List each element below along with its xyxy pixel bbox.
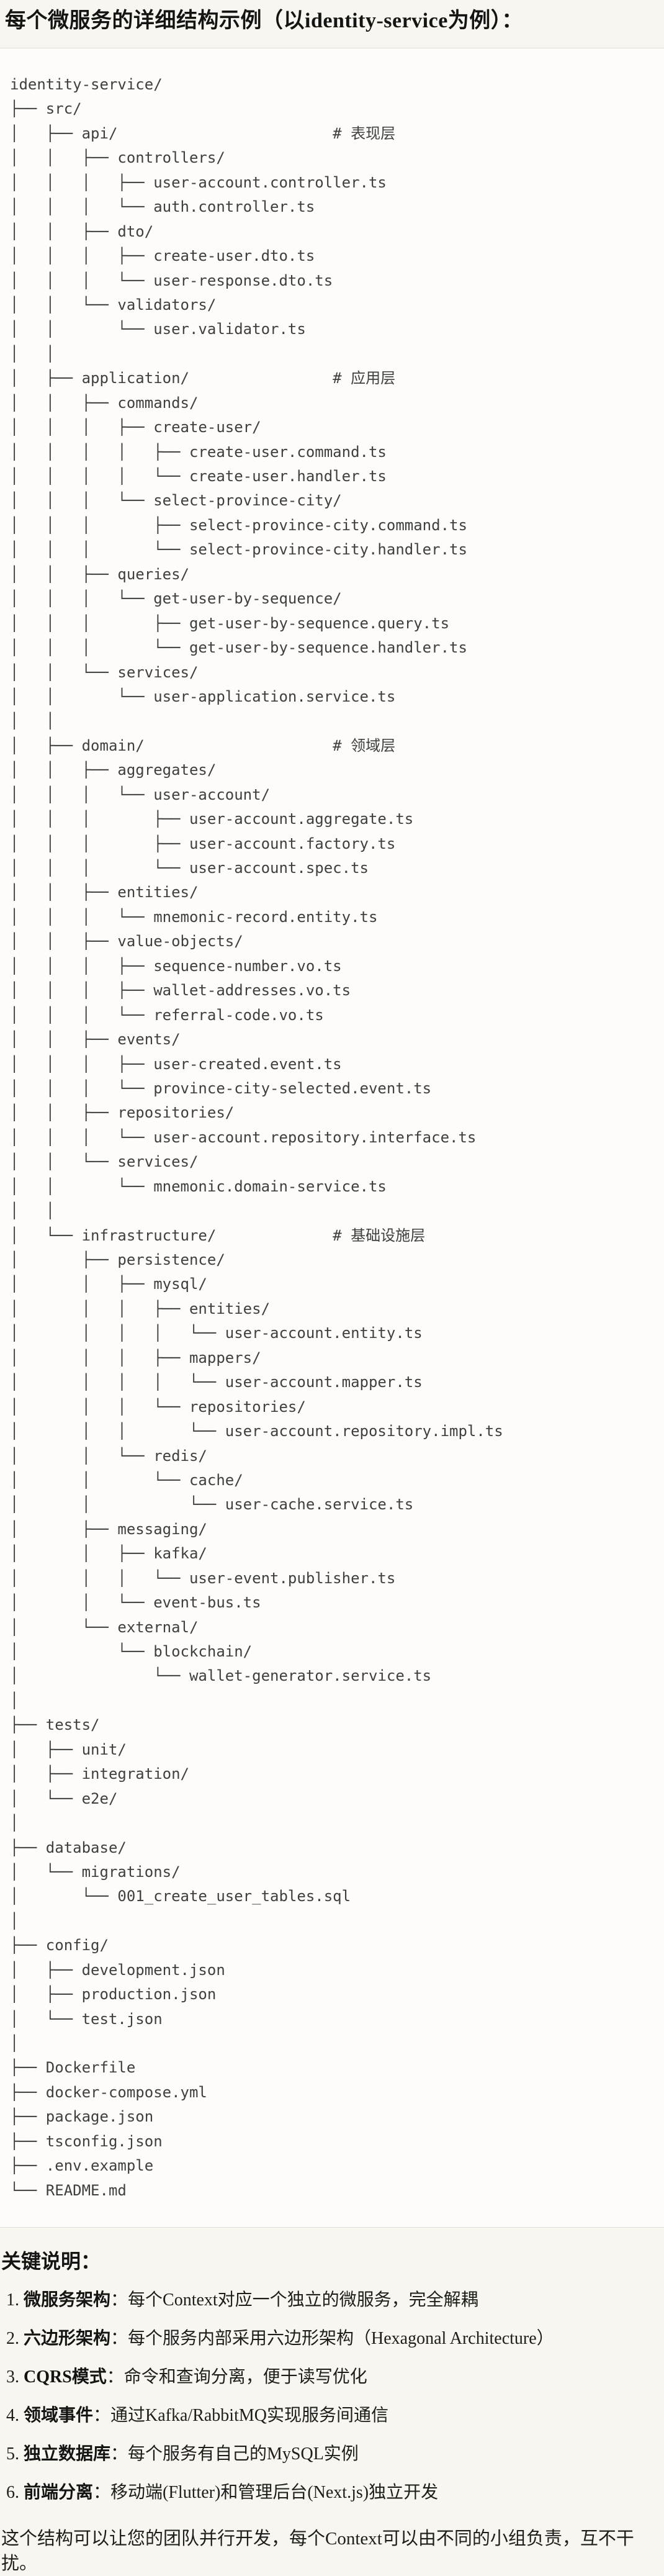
item-label: 六边形架构 — [24, 2329, 111, 2349]
list-item: 4.领域事件：通过Kafka/RabbitMQ实现服务间通信 — [1, 2403, 659, 2428]
item-text: ：移动端(Flutter)和管理后台(Next.js)独立开发 — [93, 2483, 439, 2503]
item-label: CQRS模式 — [24, 2367, 107, 2387]
page-title: 每个微服务的详细结构示例（以identity-service为例）： — [5, 9, 523, 32]
list-item: 2.六边形架构：每个服务内部采用六边形架构（Hexagonal Architec… — [1, 2326, 659, 2351]
item-number: 5. — [6, 2444, 19, 2464]
item-text: ：每个Context对应一个独立的微服务，完全解耦 — [110, 2290, 478, 2310]
item-text: ：每个服务有自己的MySQL实例 — [110, 2444, 359, 2464]
item-number: 6. — [6, 2483, 19, 2503]
list-item: 1.微服务架构：每个Context对应一个独立的微服务，完全解耦 — [1, 2288, 659, 2313]
item-label: 领域事件 — [24, 2406, 94, 2426]
item-label: 前端分离 — [24, 2483, 94, 2503]
item-number: 3. — [6, 2367, 19, 2387]
item-number: 2. — [6, 2329, 19, 2349]
notes-list: 1.微服务架构：每个Context对应一个独立的微服务，完全解耦 2.六边形架构… — [1, 2288, 659, 2505]
item-text: ：每个服务内部采用六边形架构（Hexagonal Architecture） — [110, 2329, 554, 2349]
item-text: ：命令和查询分离，便于读写优化 — [106, 2367, 367, 2387]
list-item: 3.CQRS模式：命令和查询分离，便于读写优化 — [1, 2365, 659, 2390]
directory-tree: identity-service/ ├── src/ │ ├── api/ # … — [10, 76, 503, 2199]
notes-heading: 关键说明： — [1, 2250, 101, 2273]
closing-paragraph: 这个结构可以让您的团队并行开发，每个Context可以由不同的小组负责，互不干扰… — [1, 2529, 634, 2574]
notes-section: 关键说明： 1.微服务架构：每个Context对应一个独立的微服务，完全解耦 2… — [0, 2248, 664, 2576]
code-block: identity-service/ ├── src/ │ ├── api/ # … — [0, 48, 664, 2228]
item-label: 独立数据库 — [24, 2444, 111, 2464]
item-number: 1. — [6, 2290, 19, 2310]
item-number: 4. — [6, 2406, 19, 2426]
list-item: 5.独立数据库：每个服务有自己的MySQL实例 — [1, 2442, 659, 2467]
list-item: 6.前端分离：移动端(Flutter)和管理后台(Next.js)独立开发 — [1, 2480, 659, 2505]
item-text: ：通过Kafka/RabbitMQ实现服务间通信 — [93, 2406, 388, 2426]
item-label: 微服务架构 — [24, 2290, 111, 2310]
